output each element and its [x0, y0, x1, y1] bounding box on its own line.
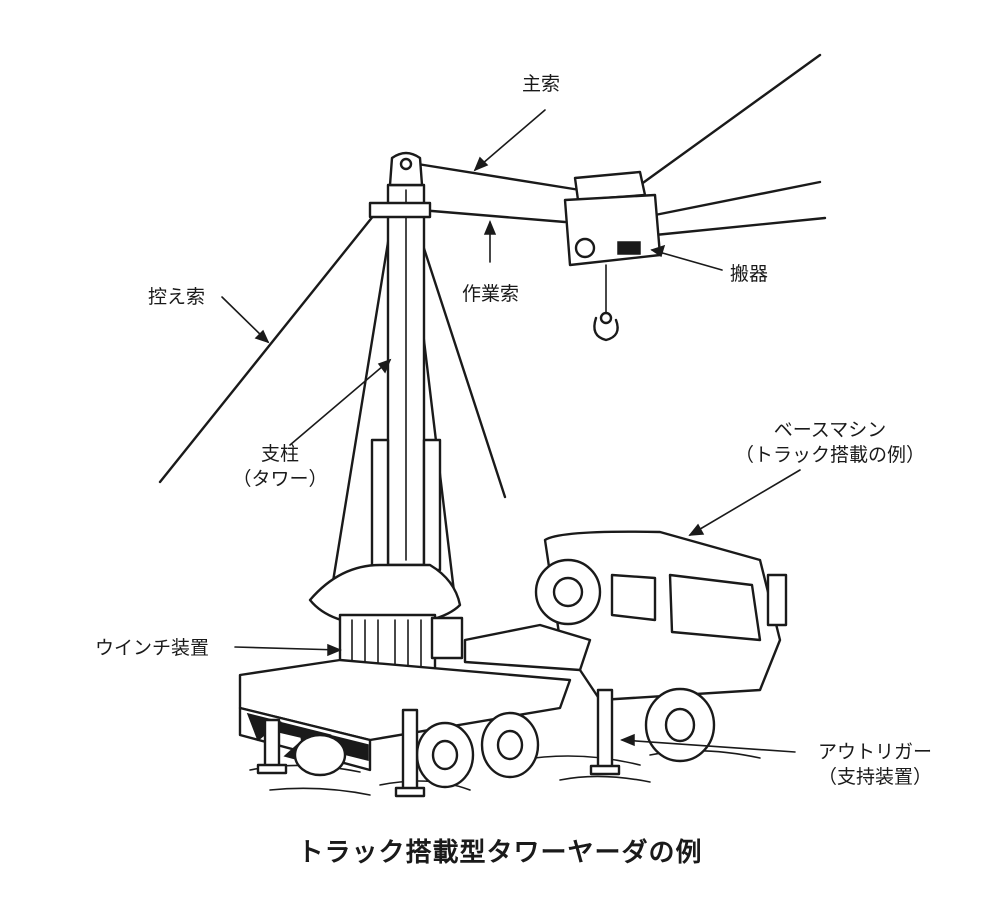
figure-caption: トラック搭載型タワーヤーダの例 — [297, 838, 703, 868]
outrigger-label-line2: （支持装置） — [817, 765, 932, 788]
base-machine-label-line2: （トラック搭載の例） — [734, 443, 925, 466]
main-rope-label: 主索 — [522, 73, 561, 95]
outrigger-label-line1: アウトリガー — [817, 741, 932, 763]
carriage-icon — [563, 170, 662, 342]
working-rope-label: 作業索 — [462, 283, 520, 305]
carriage-label: 搬器 — [730, 263, 769, 285]
guy-lines — [158, 208, 507, 602]
tower-label: 支柱 （タワー） — [210, 442, 350, 491]
tower-label-line1: 支柱 — [260, 443, 299, 465]
base-machine-label: ベースマシン （トラック搭載の例） — [700, 418, 960, 467]
truck-icon — [238, 530, 788, 789]
outrigger-icon — [256, 688, 621, 798]
base-machine-label-line1: ベースマシン — [773, 419, 887, 441]
tower-icon — [368, 151, 442, 572]
leader-lines — [221, 109, 801, 753]
ropes — [403, 53, 827, 237]
outrigger-label: アウトリガー （支持装置） — [780, 740, 970, 789]
tower-label-line2: （タワー） — [232, 467, 328, 490]
guy-line-label: 控え索 — [148, 286, 206, 308]
winch-label: ウインチ装置 — [95, 637, 210, 659]
